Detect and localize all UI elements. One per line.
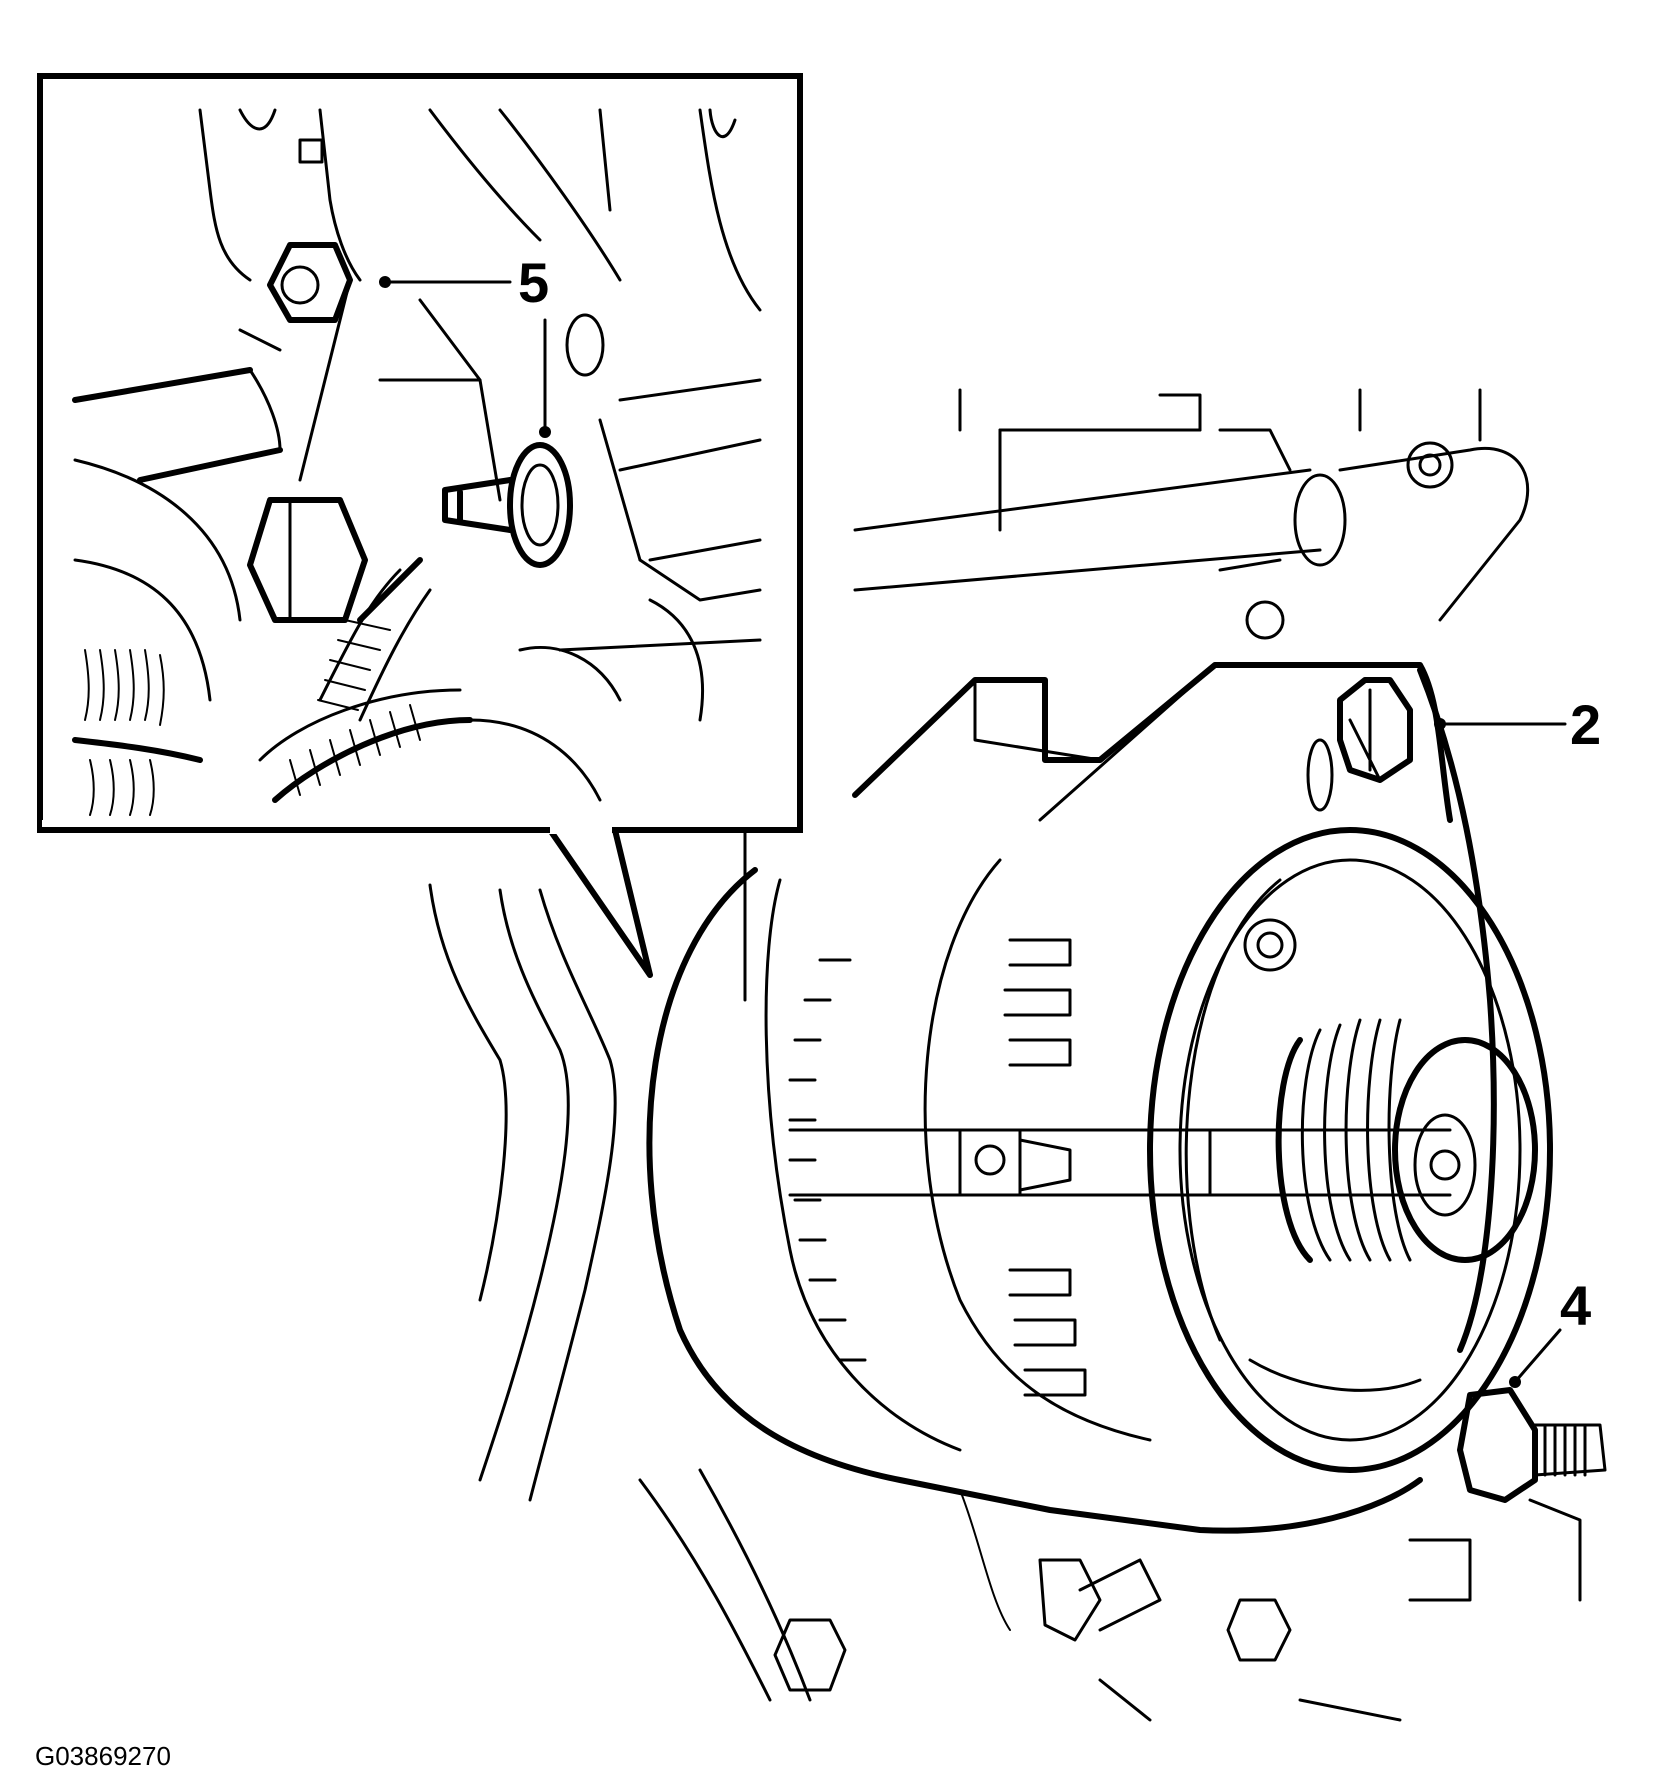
terminal-stud: [1457, 1387, 1607, 1503]
alternator-body: [646, 667, 1553, 1534]
alternator-crossbar: [788, 918, 1452, 1197]
main-view: 2 4: [428, 388, 1607, 1722]
detail-inset: 5: [37, 73, 803, 978]
top-mounting-bolt: [1337, 677, 1413, 783]
pulley: [1275, 1018, 1538, 1263]
main-leaders: [1434, 718, 1567, 1388]
inset-frame: [37, 73, 803, 833]
figure-id: G03869270: [35, 1741, 171, 1771]
inset-linework: [72, 108, 762, 816]
cooling-fins: [788, 938, 1087, 1397]
callout-2: 2: [1570, 693, 1601, 756]
inset-leaders: [379, 276, 551, 438]
callout-5: 5: [518, 251, 549, 314]
inset-pointer: [547, 828, 653, 978]
callout-4: 4: [1560, 1274, 1591, 1337]
alternator-bracket: [852, 662, 1453, 823]
mounting-tube: [853, 388, 1530, 640]
callout-4-leader: [1513, 1328, 1562, 1384]
engine-block-outline: [428, 798, 812, 1702]
lower-fasteners: [773, 1489, 1582, 1722]
